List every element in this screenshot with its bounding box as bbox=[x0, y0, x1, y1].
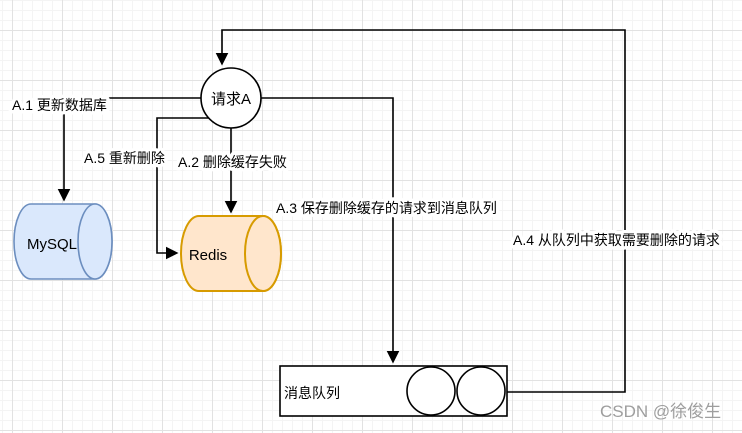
redis-cylinder-cap bbox=[244, 215, 282, 292]
edge-label-a1: A.1 更新数据库 bbox=[12, 97, 107, 113]
message-queue-label: 消息队列 bbox=[284, 385, 340, 401]
node-mysql[interactable]: MySQL bbox=[13, 203, 113, 280]
message-queue-item-circle-1 bbox=[406, 366, 456, 416]
edge-a4-fetch-from-queue-loop[interactable] bbox=[215, 29, 626, 393]
edge-label-a5: A.5 重新删除 bbox=[84, 150, 165, 166]
request-a-label: 请求A bbox=[211, 91, 251, 108]
message-queue-item-circle-2 bbox=[456, 366, 506, 416]
edge-label-a4: A.4 从队列中获取需要删除的请求 bbox=[513, 232, 720, 248]
node-redis[interactable]: Redis bbox=[180, 215, 282, 292]
edge-a1-update-database[interactable] bbox=[57, 97, 202, 202]
edge-label-a3: A.3 保存删除缓存的请求到消息队列 bbox=[276, 200, 497, 216]
redis-label: Redis bbox=[189, 247, 227, 264]
node-request-a[interactable]: 请求A bbox=[200, 67, 262, 129]
node-message-queue[interactable]: 消息队列 bbox=[279, 365, 508, 417]
edge-a5-retry-delete[interactable] bbox=[156, 117, 209, 260]
csdn-watermark: CSDN @徐俊生 bbox=[600, 402, 721, 421]
edge-label-a2: A.2 删除缓存失败 bbox=[178, 154, 287, 170]
request-a-circle bbox=[200, 67, 262, 129]
mysql-cylinder-cap bbox=[77, 203, 113, 280]
edge-a3-save-request-to-queue[interactable] bbox=[261, 97, 400, 364]
mysql-label: MySQL bbox=[27, 236, 77, 253]
